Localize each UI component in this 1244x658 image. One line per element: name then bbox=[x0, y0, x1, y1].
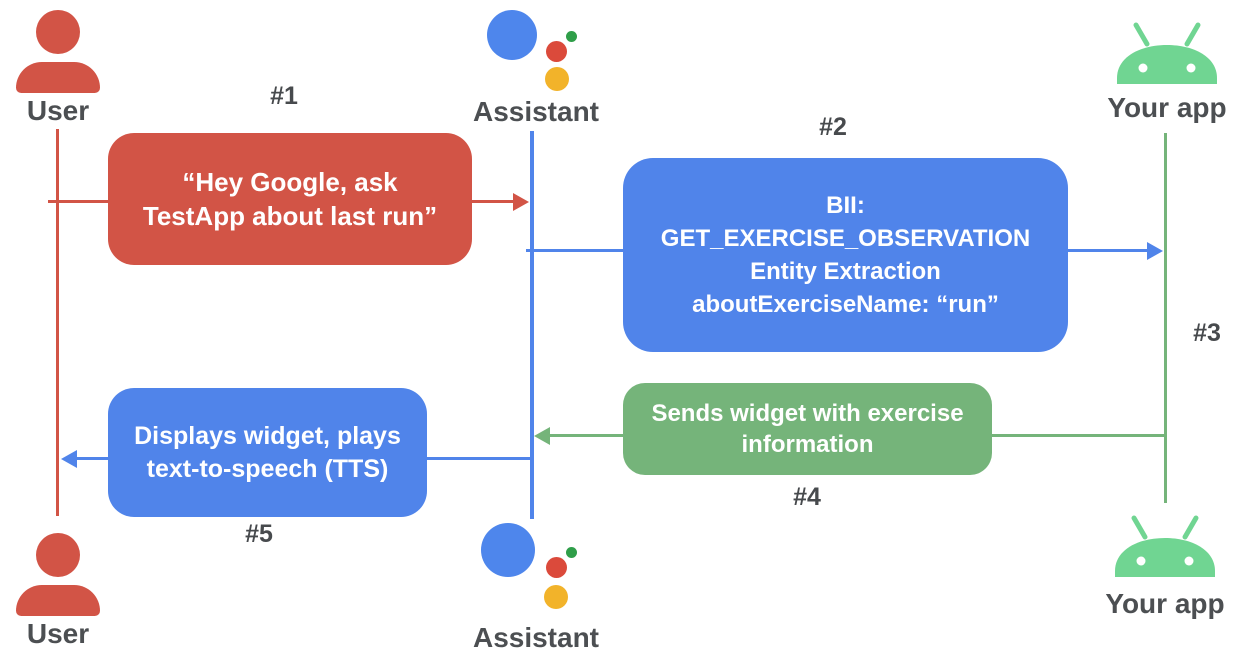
actor-label-assistant-top: Assistant bbox=[472, 96, 600, 127]
arrowhead-left-icon bbox=[534, 427, 550, 445]
message-box-5: Displays widget, plays text-to-speech (T… bbox=[108, 388, 427, 517]
message-line: text-to-speech (TTS) bbox=[146, 454, 389, 483]
actor-label-user-top: User bbox=[26, 95, 90, 126]
message-line: Entity Extraction bbox=[750, 258, 941, 285]
message-box-1: “Hey Google, ask TestApp about last run” bbox=[108, 133, 472, 265]
message-line-4-right bbox=[992, 434, 1165, 437]
actor-label-app-bottom: Your app bbox=[1105, 588, 1225, 619]
step-label-2: #2 bbox=[819, 113, 847, 141]
arrowhead-right-icon bbox=[513, 193, 529, 211]
android-icon bbox=[1117, 22, 1217, 84]
message-line: aboutExerciseName: “run” bbox=[692, 291, 999, 318]
step-label-1: #1 bbox=[270, 82, 298, 110]
message-line: TestApp about last run” bbox=[142, 201, 438, 231]
user-lifeline bbox=[56, 129, 59, 516]
message-line-1-left bbox=[48, 200, 108, 203]
message-box-4: Sends widget with exercise information bbox=[623, 383, 992, 475]
message-line: Sends widget with exercise bbox=[651, 400, 964, 427]
message-line-2-left bbox=[526, 249, 623, 252]
arrowhead-right-icon bbox=[1147, 242, 1163, 260]
actor-label-app-top: Your app bbox=[1107, 92, 1227, 123]
message-line-5-right bbox=[427, 457, 530, 460]
message-line-1-right bbox=[472, 200, 513, 203]
message-line: information bbox=[741, 431, 874, 458]
actor-label-user-bottom: User bbox=[26, 618, 90, 649]
message-line: “Hey Google, ask bbox=[182, 167, 398, 197]
step-label-4: #4 bbox=[793, 483, 821, 511]
message-box-2: BII: GET_EXERCISE_OBSERVATION Entity Ext… bbox=[623, 158, 1068, 352]
message-line-4-left bbox=[550, 434, 623, 437]
message-line-2-right bbox=[1068, 249, 1147, 252]
arrowhead-left-icon bbox=[61, 450, 77, 468]
message-line: Displays widget, plays bbox=[134, 421, 401, 450]
app-lifeline bbox=[1164, 133, 1167, 503]
message-line-5-left bbox=[77, 457, 108, 460]
step-label-3: #3 bbox=[1193, 319, 1221, 347]
step-label-5: #5 bbox=[245, 520, 273, 548]
message-line: GET_EXERCISE_OBSERVATION bbox=[660, 225, 1031, 252]
actor-label-assistant-bottom: Assistant bbox=[472, 622, 600, 653]
message-line: BII: bbox=[826, 192, 865, 219]
assistant-lifeline bbox=[530, 131, 534, 519]
android-icon bbox=[1115, 515, 1215, 577]
